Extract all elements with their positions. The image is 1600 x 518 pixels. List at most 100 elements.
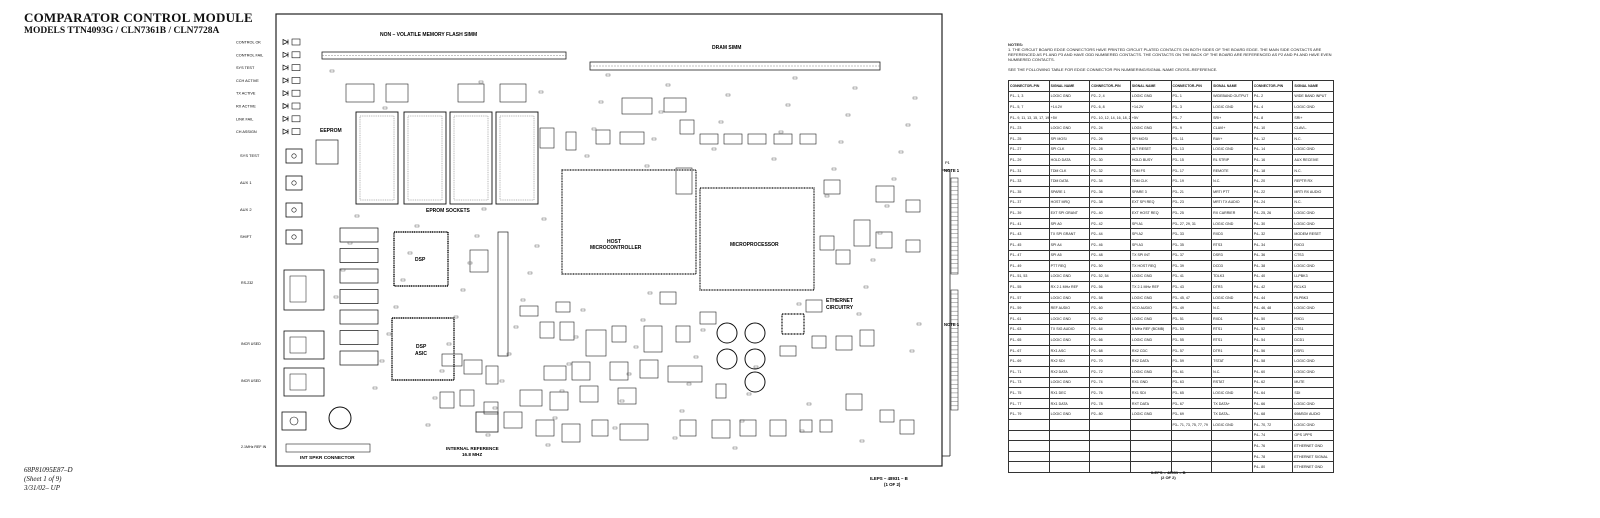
table-cell: P1– 33	[1008, 175, 1050, 187]
table-cell: REF AUDIO	[1048, 302, 1091, 315]
table-cell: P2– 38	[1089, 196, 1131, 209]
table-cell: P2– 52, 54	[1089, 270, 1131, 283]
small-ic	[483, 401, 499, 415]
table-cell: TX SPI INT	[1129, 249, 1172, 262]
table-cell: N.C.	[1211, 366, 1253, 378]
table-cell: P3– 69	[1170, 408, 1213, 420]
table-cell: TX HOST REQ	[1129, 260, 1172, 272]
table-cell: RX1 DATA	[1048, 397, 1091, 410]
table-cell: P3– 39	[1170, 260, 1213, 272]
led-pad	[291, 51, 301, 59]
table-cell: P4– 64	[1251, 387, 1294, 399]
small-ic	[609, 361, 629, 381]
small-ic	[543, 365, 567, 381]
table-cell: P4– 44	[1251, 291, 1294, 304]
passive-component	[329, 69, 335, 73]
table-cell: P3– 25	[1170, 207, 1213, 219]
eprom-chip	[359, 115, 395, 201]
table-cell: RXD3	[1292, 238, 1334, 251]
small-ic	[699, 133, 719, 145]
eprom-socket	[403, 111, 447, 205]
table-cell: P2– 26	[1089, 132, 1131, 145]
table-cell: P1– 39	[1008, 207, 1050, 219]
table-cell: P4– 36	[1251, 249, 1294, 262]
table-cell: LOGIC GND	[1048, 270, 1091, 283]
table-cell	[1211, 450, 1253, 463]
table-cell: P3– 9	[1170, 122, 1213, 134]
table-cell: P2– 74	[1089, 376, 1131, 389]
small-ic	[799, 419, 813, 433]
table-cell: CLAVI–	[1292, 122, 1334, 134]
drawing-number-2: ILEPS – 48931 – B (2 OF 2)	[1151, 470, 1185, 480]
passive-component	[520, 298, 526, 302]
table-cell: P3– 53	[1170, 323, 1213, 336]
table-cell: P1– 41	[1008, 217, 1050, 230]
passive-component	[863, 285, 869, 289]
table-cell: N.C.	[1211, 302, 1253, 315]
table-cell: TDM CLK	[1129, 175, 1172, 187]
passive-component	[506, 352, 512, 356]
table-cell: P3– 67	[1170, 397, 1213, 410]
passive-component	[372, 386, 378, 390]
table-cell: LOGIC GND	[1211, 291, 1253, 304]
led-pad	[291, 102, 301, 110]
table-cell: P1– 51, 53	[1008, 270, 1050, 283]
drawing-number: ILEPS – 48931 – B	[1151, 470, 1186, 475]
table-cell: P2– 2, 4	[1089, 90, 1131, 103]
led-label: CH ASSIGN	[236, 130, 257, 134]
table-cell: TSTAT	[1211, 355, 1253, 368]
table-cell: LOGIC GND	[1048, 313, 1091, 325]
small-ic	[835, 249, 851, 265]
table-cell: SRI+	[1292, 111, 1334, 124]
small-ic	[699, 311, 717, 325]
eprom-socket	[495, 111, 539, 205]
passive-component	[333, 295, 339, 299]
microprocessor-chip	[699, 187, 815, 291]
table-cell: P4– 70, 72	[1251, 419, 1294, 431]
small-ic	[555, 301, 571, 313]
table-cell: HOLD BUSY	[1129, 154, 1172, 166]
table-cell: P3– 27, 29, 31	[1170, 217, 1213, 230]
table-cell: RCLK3	[1292, 281, 1334, 293]
small-ic	[747, 133, 767, 145]
table-cell: P4– 4	[1251, 101, 1294, 113]
table-cell: SPI A5	[1048, 249, 1091, 262]
table-cell: P2– 24	[1089, 122, 1131, 134]
table-cell	[1048, 461, 1091, 473]
passive-component	[693, 355, 699, 359]
table-cell: P3– 21	[1170, 185, 1213, 198]
table-cell: P1– 37	[1008, 196, 1050, 209]
table-cell: P1– 1, 3	[1008, 90, 1050, 103]
table-cell: SPI A4	[1048, 238, 1091, 251]
table-cell: RX1 SDI	[1129, 387, 1172, 399]
table-cell: P3– 65	[1170, 387, 1213, 399]
table-cell: P4– 58	[1251, 355, 1294, 368]
table-cell: N.C.	[1292, 132, 1334, 145]
passive-component	[527, 271, 533, 275]
table-cell	[1170, 429, 1213, 442]
table-cell: P3– 33	[1170, 228, 1213, 240]
passive-component	[633, 345, 639, 349]
passive-component	[852, 86, 858, 90]
table-cell: TDM FS	[1129, 164, 1172, 177]
table-cell: LOGIC GND	[1129, 313, 1172, 325]
jack-connector	[285, 229, 303, 245]
table-cell: LOGIC GND	[1292, 355, 1334, 368]
table-cell: LOGIC GND	[1211, 217, 1253, 230]
ref-hole	[289, 416, 299, 426]
table-cell: P4– 68	[1251, 408, 1294, 420]
small-ic	[643, 325, 663, 353]
table-cell: P2– 72	[1089, 366, 1131, 378]
small-ic	[859, 329, 875, 347]
small-ic	[639, 359, 659, 379]
table-cell: RTS1	[1211, 323, 1253, 336]
small-ic	[611, 325, 627, 343]
board-outline	[275, 13, 943, 467]
table-cell: P4– 12	[1251, 132, 1294, 145]
table-cell: P4– 2	[1251, 90, 1294, 103]
notes-heading: NOTES:	[1008, 42, 1024, 47]
